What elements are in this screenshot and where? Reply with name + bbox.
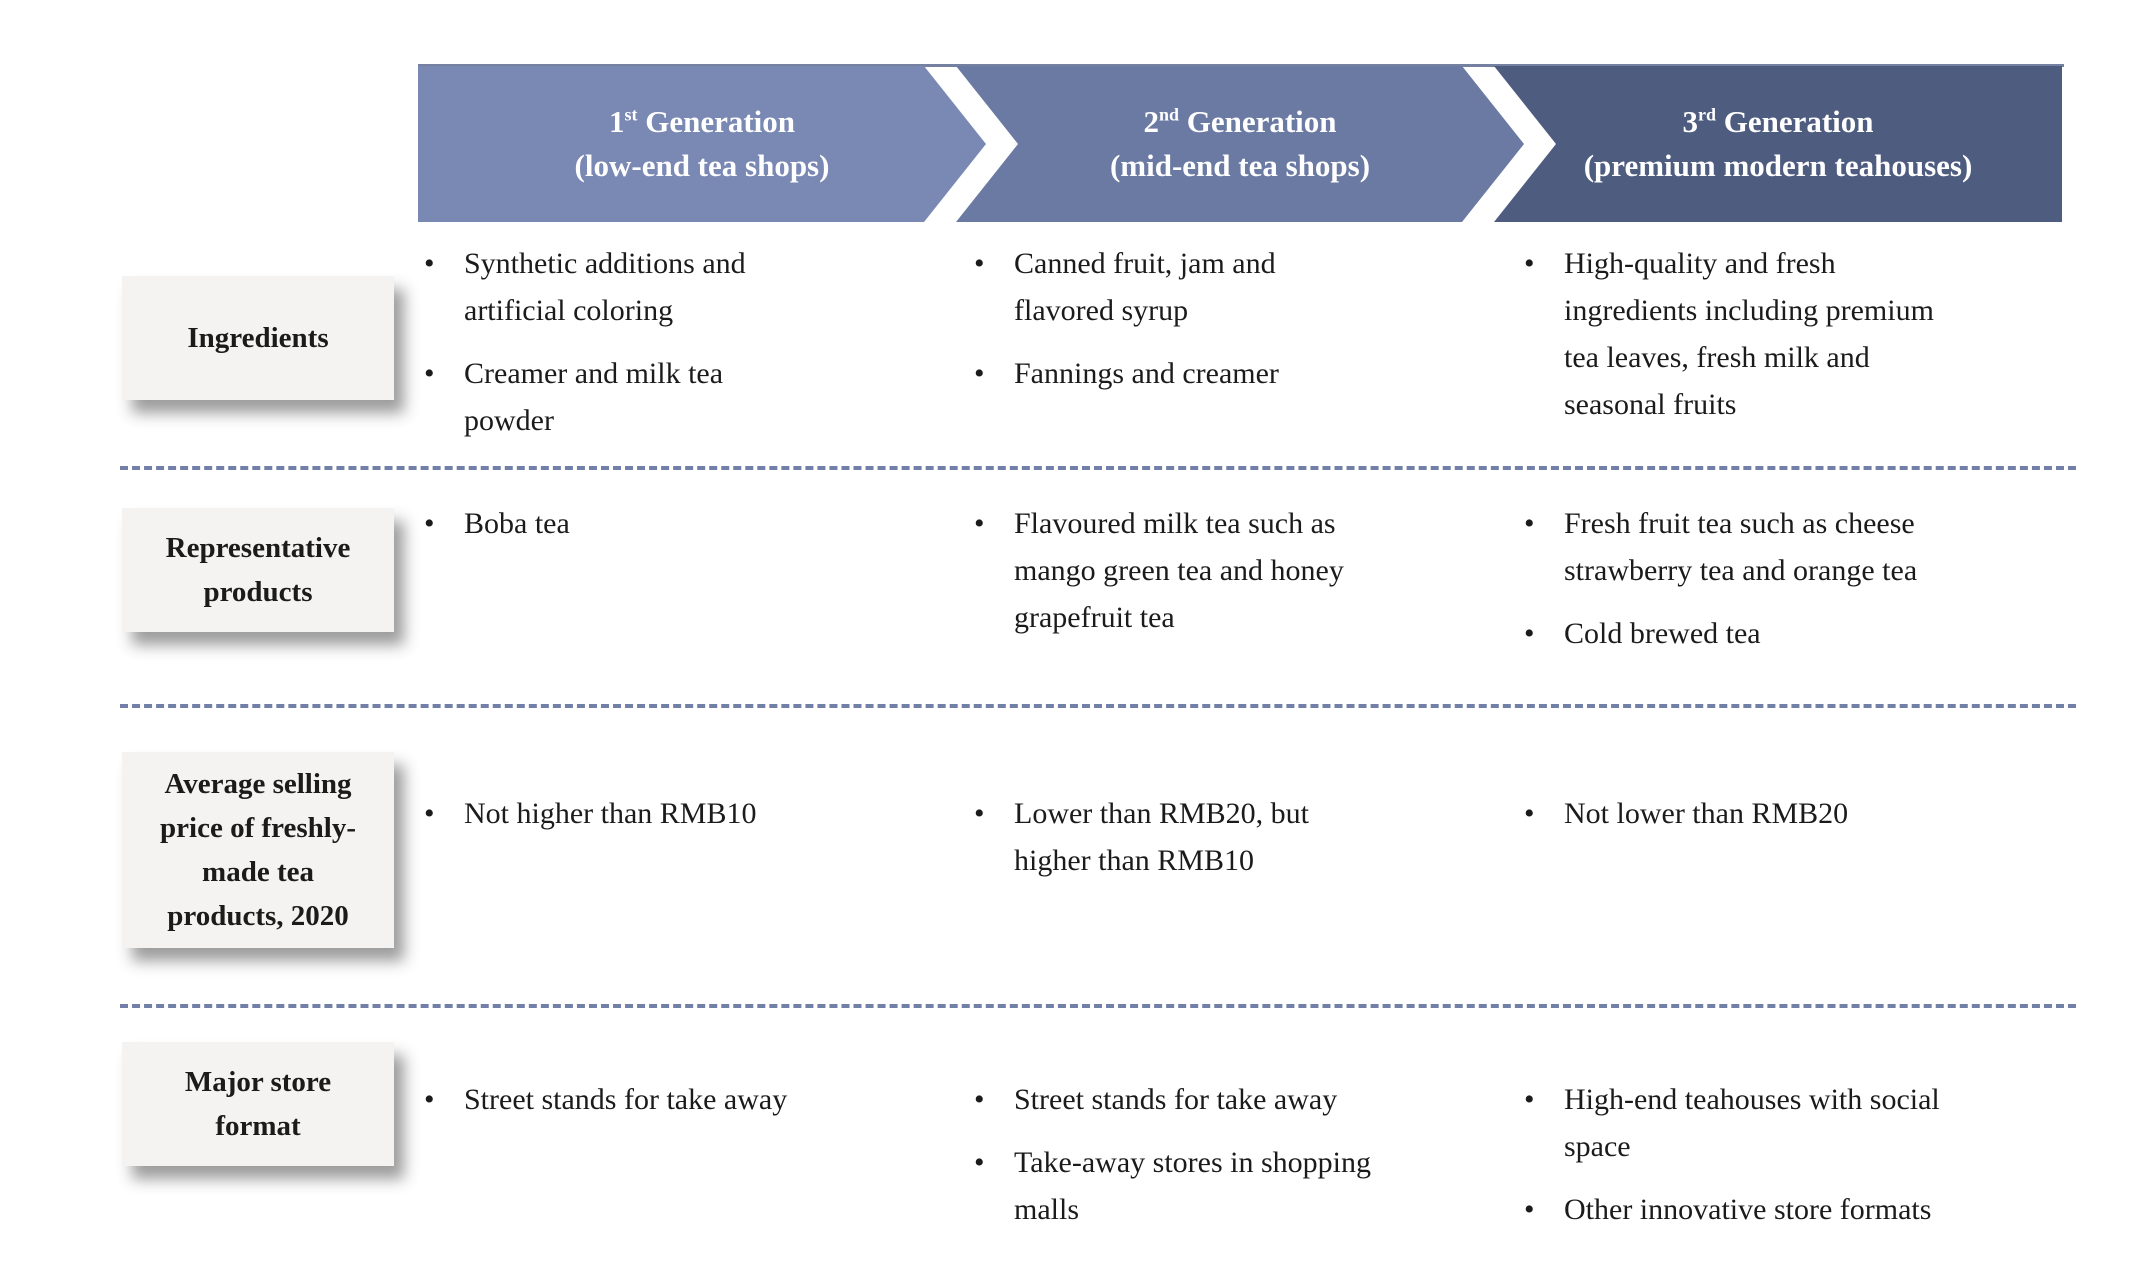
ordinal-superscript: nd bbox=[1158, 104, 1179, 125]
cell-gen3-products: Fresh fruit tea such as cheese strawberr… bbox=[1518, 500, 2093, 673]
bullet-item: Not lower than RMB20 bbox=[1518, 790, 2093, 837]
cell-gen3-price: Not lower than RMB20 bbox=[1518, 790, 2093, 853]
bullet-item: Street stands for take away bbox=[968, 1076, 1488, 1123]
banner-subtitle: (low-end tea shops) bbox=[574, 148, 830, 183]
banner-title: 1st Generation bbox=[608, 104, 796, 139]
bullet-item: Not higher than RMB10 bbox=[418, 790, 908, 837]
cell-gen2-price: Lower than RMB20, but higher than RMB10 bbox=[968, 790, 1488, 900]
cell-gen2-ingredients: Canned fruit, jam and flavored syrupFann… bbox=[968, 240, 1488, 413]
bullet-item: High-quality and fresh ingredients inclu… bbox=[1518, 240, 2093, 428]
cell-gen3-store-format: High-end teahouses with social spaceOthe… bbox=[1518, 1076, 2093, 1249]
row-label-average-selling-price: Average selling price of freshly- made t… bbox=[122, 752, 394, 948]
banner-subtitle: (premium modern teahouses) bbox=[1583, 148, 1973, 183]
bullet-item: Street stands for take away bbox=[418, 1076, 908, 1123]
cell-gen2-store-format: Street stands for take awayTake-away sto… bbox=[968, 1076, 1488, 1249]
banner-title: 3rd Generation bbox=[1682, 104, 1874, 139]
dashed-divider bbox=[120, 466, 2076, 470]
bullet-item: Canned fruit, jam and flavored syrup bbox=[968, 240, 1488, 334]
cell-gen2-products: Flavoured milk tea such as mango green t… bbox=[968, 500, 1488, 657]
cell-gen1-products: Boba tea bbox=[418, 500, 908, 563]
bullet-item: Boba tea bbox=[418, 500, 908, 547]
cell-gen3-ingredients: High-quality and fresh ingredients inclu… bbox=[1518, 240, 2093, 444]
generation-header-bar: 1st Generation (low-end tea shops) 2nd G… bbox=[418, 66, 2064, 222]
ordinal-superscript: rd bbox=[1697, 104, 1716, 125]
ordinal-superscript: st bbox=[624, 104, 638, 125]
row-label-representative-products: Representative products bbox=[122, 508, 394, 632]
row-label-ingredients: Ingredients bbox=[122, 276, 394, 400]
cell-gen1-price: Not higher than RMB10 bbox=[418, 790, 908, 853]
dashed-divider bbox=[120, 1004, 2076, 1008]
bullet-item: Fannings and creamer bbox=[968, 350, 1488, 397]
generation-banner-3: 3rd Generation (premium modern teahouses… bbox=[1494, 66, 2062, 222]
bullet-item: Lower than RMB20, but higher than RMB10 bbox=[968, 790, 1488, 884]
generation-banner-1: 1st Generation (low-end tea shops) bbox=[418, 66, 986, 222]
bullet-item: Fresh fruit tea such as cheese strawberr… bbox=[1518, 500, 2093, 594]
banner-top-border bbox=[418, 64, 2064, 67]
cell-gen1-store-format: Street stands for take away bbox=[418, 1076, 908, 1139]
bullet-item: High-end teahouses with social space bbox=[1518, 1076, 2093, 1170]
banner-title: 2nd Generation bbox=[1143, 104, 1337, 139]
bullet-item: Other innovative store formats bbox=[1518, 1186, 2093, 1233]
bullet-item: Cold brewed tea bbox=[1518, 610, 2093, 657]
bullet-item: Take-away stores in shopping malls bbox=[968, 1139, 1488, 1233]
dashed-divider bbox=[120, 704, 2076, 708]
banner-subtitle: (mid-end tea shops) bbox=[1109, 148, 1371, 183]
generation-banner-2: 2nd Generation (mid-end tea shops) bbox=[956, 66, 1524, 222]
cell-gen1-ingredients: Synthetic additions and artificial color… bbox=[418, 240, 908, 460]
row-label-major-store-format: Major store format bbox=[122, 1042, 394, 1166]
bullet-item: Synthetic additions and artificial color… bbox=[418, 240, 908, 334]
bullet-item: Creamer and milk tea powder bbox=[418, 350, 908, 444]
bullet-item: Flavoured milk tea such as mango green t… bbox=[968, 500, 1488, 641]
